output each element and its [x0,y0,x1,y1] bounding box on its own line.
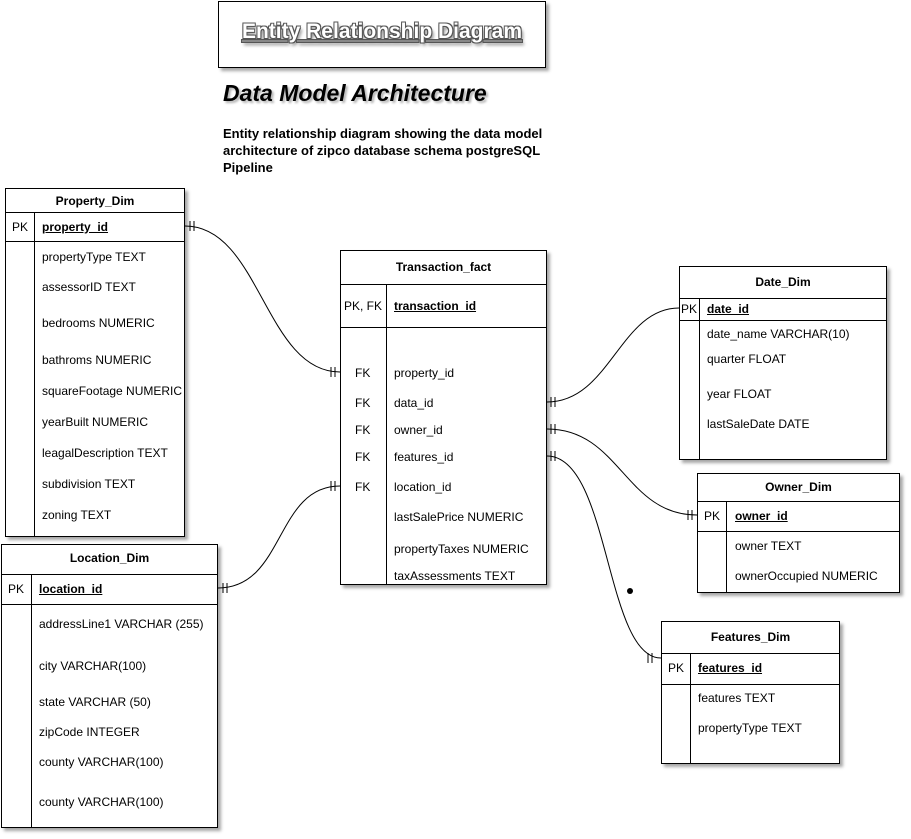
fk-label: FK [355,366,371,380]
fk-label: FK [355,450,371,464]
diagram-subtitle: Data Model Architecture [223,80,487,106]
entity-date-dim: Date_Dim PK date_id date_name VARCHAR(10… [679,266,887,460]
field: year FLOAT [707,387,772,401]
field: county VARCHAR(100) [39,755,164,769]
field: city VARCHAR(100) [39,659,147,673]
field: features TEXT [698,691,776,705]
cardinality-mark [550,451,556,461]
field: county VARCHAR(100) [39,795,164,809]
field: lastSaleDate DATE [707,417,810,431]
field: bedrooms NUMERIC [42,316,155,330]
field: subdivision TEXT [42,477,136,491]
field: addressLine1 VARCHAR (255) [39,617,204,631]
entity-name: Property_Dim [55,194,135,208]
cardinality-mark [330,367,336,377]
cardinality-mark [687,510,693,520]
cardinality-mark [330,481,336,491]
pk-label: PK [8,582,25,596]
fk-field: location_id [394,480,452,494]
relation-transaction-owner [546,428,698,516]
pk-label: PK [704,509,721,523]
pk-field: property_id [42,220,109,234]
field: squareFootage NUMERIC [42,384,183,398]
field: quarter FLOAT [707,352,787,366]
pk-label: PK [681,302,698,316]
fk-label: FK [355,480,371,494]
pk-field: transaction_id [394,299,477,313]
pk-field: location_id [39,582,103,596]
pk-field: date_id [707,302,750,316]
pk-label: PK [12,220,29,234]
entity-property-dim: Property_Dim PK property_id propertyType… [5,188,185,537]
cardinality-mark [550,397,556,407]
diagram-description: Entity relationship diagram showing the … [223,126,543,175]
fk-field: owner_id [394,423,443,437]
entity-name: Transaction_fact [395,260,492,274]
fk-label: FK [355,423,371,437]
stray-dot [627,588,633,594]
relation-transaction-features [546,455,662,659]
entity-name: Location_Dim [69,551,150,565]
entity-name: Date_Dim [755,275,811,289]
field: date_name VARCHAR(10) [707,327,850,341]
fk-label: FK [355,396,371,410]
pk-label: PK [668,661,685,675]
relation-property-transaction [184,225,341,373]
field: propertyTaxes NUMERIC [394,542,529,556]
field: zipCode INTEGER [39,725,140,739]
field: owner TEXT [735,539,802,553]
field: lastSalePrice NUMERIC [394,510,524,524]
entity-owner-dim: Owner_Dim PK owner_id owner TEXT ownerOc… [697,473,900,593]
cardinality-mark [647,653,653,663]
field: zoning TEXT [42,508,112,522]
fk-field: data_id [394,396,434,410]
field: ownerOccupied NUMERIC [735,569,878,583]
field: taxAssessments TEXT [394,569,516,583]
fk-field: property_id [394,366,455,380]
cardinality-mark [189,221,195,231]
relation-transaction-date [546,307,680,403]
field: yearBuilt NUMERIC [42,415,149,429]
relation-location-transaction [217,485,341,589]
entity-location-dim: Location_Dim PK location_id addressLine1… [1,544,218,828]
field: propertyType TEXT [42,250,146,264]
field: bathroms NUMERIC [42,353,152,367]
cardinality-mark [222,583,228,593]
diagram-title-box: Entity Relationship Diagram [218,1,546,68]
entity-transaction-fact: Transaction_fact PK, FK transaction_id F… [340,250,547,585]
pk-label: PK, FK [344,299,383,313]
entity-name: Owner_Dim [765,480,832,494]
field: leagalDescription TEXT [42,446,168,460]
diagram-title: Entity Relationship Diagram [241,20,523,43]
fk-field: features_id [394,450,454,464]
field: propertyType TEXT [698,721,802,735]
pk-field: features_id [698,661,763,675]
cardinality-mark [550,424,556,434]
pk-field: owner_id [735,509,788,523]
field: assessorID TEXT [42,280,136,294]
field: state VARCHAR (50) [39,695,151,709]
entity-features-dim: Features_Dim PK features_id features TEX… [661,621,840,764]
entity-name: Features_Dim [710,630,791,644]
